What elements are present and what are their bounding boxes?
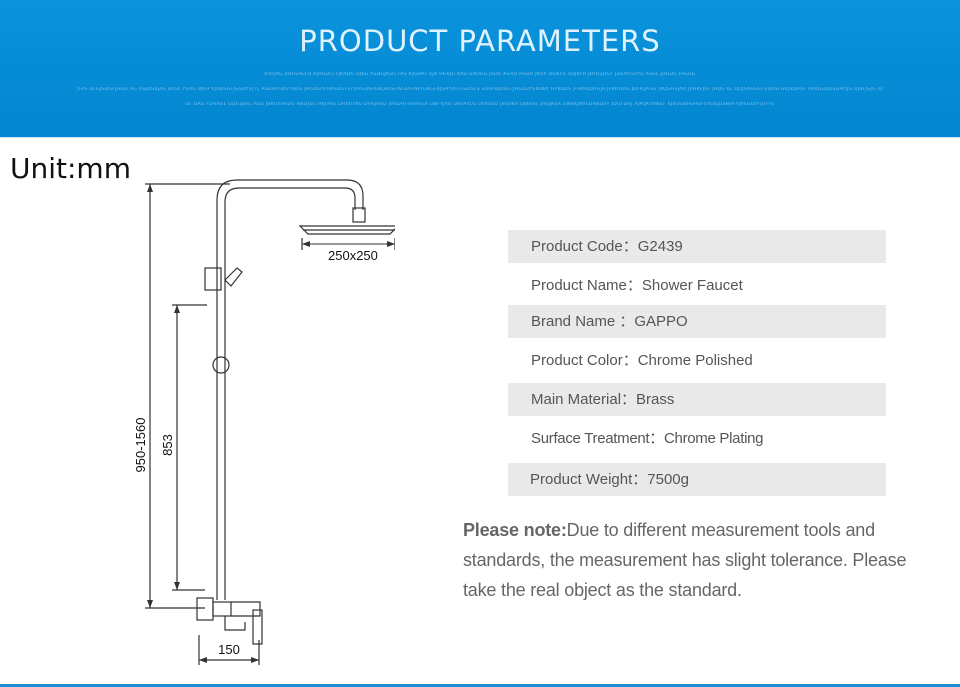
param-row-brand-name: Brand Name ：GAPPO <box>508 305 886 338</box>
hand-shower-holder <box>204 267 222 291</box>
note-text: Due to different measurement tools and s… <box>463 520 907 600</box>
param-label: Product Weight： <box>530 471 648 488</box>
riser-pipe-inner <box>224 187 356 600</box>
param-label: Product Code： <box>531 238 638 255</box>
mixer-lever <box>252 609 263 645</box>
riser-pipe <box>216 179 364 600</box>
param-value: Chrome Polished <box>637 352 753 369</box>
arrow-total-bottom <box>147 600 153 608</box>
arrow-width-left <box>199 657 207 663</box>
param-value: Shower Faucet <box>641 277 743 294</box>
banner-fine-text-1: KHFJAG JHDGHGFD KJHGDFJ FJKADG DJKG ASDG… <box>264 72 696 77</box>
arrow-rail-top <box>174 305 180 313</box>
head-size-label: 250x250 <box>328 248 378 263</box>
bottom-divider <box>0 684 960 687</box>
param-value: G2439 <box>637 238 683 255</box>
unit-label: Unit:mm <box>10 152 131 185</box>
note-label: Please note: <box>463 520 567 540</box>
param-value: GAPPO <box>634 313 688 330</box>
arrow-rail-bottom <box>174 582 180 590</box>
measurement-note: Please note:Due to different measurement… <box>463 515 933 605</box>
mixer-body <box>196 597 214 621</box>
param-value: 7500g <box>647 471 689 488</box>
arrow-total-top <box>147 184 153 192</box>
param-label: Surface Treatment： <box>531 430 664 447</box>
param-label: Product Name： <box>531 277 642 294</box>
param-value: Brass <box>636 391 675 408</box>
param-label: Brand Name ： <box>531 313 635 330</box>
param-label: Product Color： <box>531 352 638 369</box>
total-height-label: 950-1560 <box>133 418 148 473</box>
hand-shower <box>224 267 243 287</box>
banner-title: PRODUCT PARAMETERS <box>299 24 661 58</box>
param-row-product-color: Product Color：Chrome Polished <box>508 344 886 377</box>
mixer-pipe-joint <box>212 601 232 617</box>
head-connector <box>352 207 366 223</box>
mixer-handle <box>231 601 261 617</box>
param-row-surface-treatment: Surface Treatment：Chrome Plating <box>508 422 886 455</box>
rail-height-label: 853 <box>160 434 175 456</box>
slider-knob <box>212 356 230 374</box>
banner-fine-text-3: DF DAG FDHAGL GDGDJAG ASD JBKGYHSDG HBDJ… <box>185 102 775 107</box>
param-row-product-weight: Product Weight：7500g <box>508 463 886 496</box>
tub-spout <box>224 616 246 631</box>
param-label: Main Material： <box>531 391 637 408</box>
param-value: Chrome Plating <box>664 430 764 447</box>
width-label: 150 <box>218 642 240 657</box>
arrow-width-right <box>251 657 259 663</box>
banner-fine-text-2: JFAS DFGJSDGFJHGD HG ASJDGKJAS DFGL YSAG… <box>76 87 884 92</box>
parameter-table: Product Code：G2439 Product Name：Shower F… <box>508 230 886 496</box>
param-row-main-material: Main Material：Brass <box>508 383 886 416</box>
shower-technical-drawing: 250x250 950-1560 853 150 <box>133 179 395 665</box>
header-banner: PRODUCT PARAMETERS KHFJAG JHDGHGFD KJHGD… <box>0 0 960 138</box>
param-row-product-name: Product Name：Shower Faucet <box>508 269 886 302</box>
shower-head <box>298 225 395 235</box>
param-row-product-code: Product Code：G2439 <box>508 230 886 263</box>
